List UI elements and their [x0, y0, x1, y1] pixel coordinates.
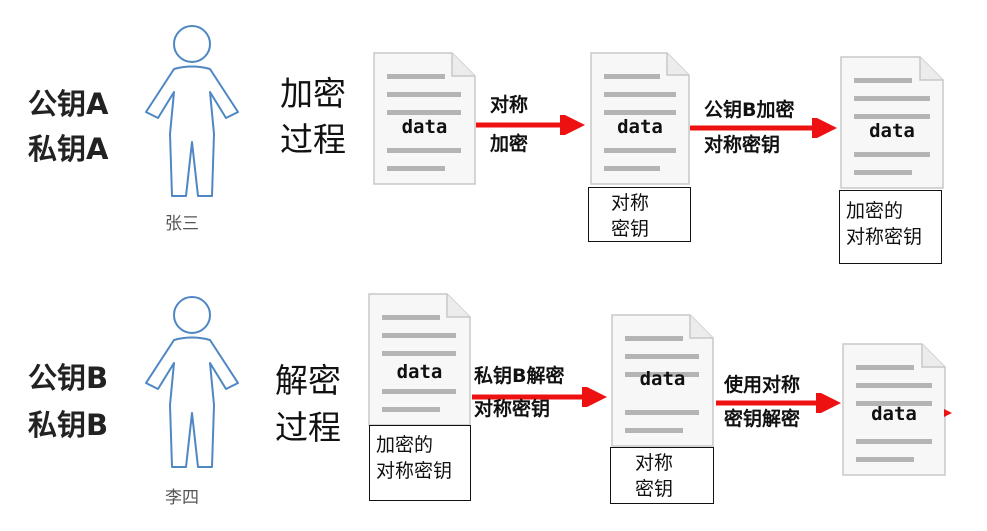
- data-document: data: [611, 314, 714, 447]
- symmetric-key-box: 对称 密钥: [588, 187, 691, 242]
- person-name-lisi: 李四: [165, 488, 199, 508]
- encrypted-symmetric-key-box: 加密的 对称密钥: [369, 425, 471, 501]
- arrow-public-key-b-encrypt: [690, 118, 837, 138]
- arrow-label-line1: 私钥B解密: [474, 365, 565, 387]
- doc-data-label: data: [401, 116, 448, 138]
- arrow-label-line1: 对称: [490, 94, 529, 116]
- box-line1: 对称: [611, 192, 650, 214]
- public-key-b-label: 公钥B: [28, 361, 109, 395]
- document-icon: [590, 52, 690, 185]
- data-document: data: [842, 343, 946, 476]
- decrypt-process-title-line2: 过程: [275, 408, 341, 447]
- decrypt-process-title-line1: 解密: [275, 361, 341, 400]
- data-document: data: [840, 56, 944, 189]
- private-key-a-label: 私钥A: [28, 132, 109, 166]
- doc-data-label: data: [869, 120, 915, 142]
- symmetric-key-box: 对称 密钥: [610, 447, 714, 504]
- arrow-private-key-b-decrypt: [472, 387, 607, 407]
- arrow-label-line2: 加密: [490, 133, 529, 155]
- box-line1: 对称: [635, 452, 674, 474]
- box-line2: 对称密钥: [376, 460, 453, 482]
- box-line2: 密钥: [635, 478, 674, 500]
- arrow-label-line1: 公钥B加密: [704, 99, 795, 121]
- doc-data-label: data: [617, 116, 663, 138]
- arrow-tip-fragment: [944, 409, 952, 417]
- arrow-symmetric-key-decrypt: [716, 393, 841, 413]
- private-key-b-label: 私钥B: [28, 408, 109, 442]
- encrypt-process-title-line2: 过程: [280, 120, 346, 159]
- person-icon: [145, 296, 239, 468]
- encrypt-process-title-line1: 加密: [280, 74, 346, 113]
- arrow-symmetric-encrypt: [476, 115, 585, 135]
- document-icon: [373, 52, 476, 185]
- box-line2: 对称密钥: [846, 226, 923, 248]
- arrow-label-line2: 密钥解密: [724, 408, 801, 430]
- data-document: data: [368, 293, 471, 426]
- document-icon: [842, 343, 946, 476]
- data-document: data: [590, 52, 690, 185]
- person-name-zhangsan: 张三: [165, 214, 199, 234]
- box-line1: 加密的: [846, 200, 904, 222]
- document-icon: [368, 293, 471, 426]
- arrow-label-line2: 对称密钥: [704, 134, 781, 156]
- document-icon: [611, 314, 714, 447]
- person-icon: [145, 25, 239, 197]
- encrypted-symmetric-key-box: 加密的 对称密钥: [839, 190, 942, 264]
- document-icon: [840, 56, 944, 189]
- doc-data-label: data: [396, 361, 443, 383]
- box-line1: 加密的: [376, 434, 434, 456]
- data-document: data: [373, 52, 476, 185]
- doc-data-label: data: [639, 368, 686, 390]
- arrow-label-line1: 使用对称: [724, 374, 801, 396]
- public-key-a-label: 公钥A: [28, 87, 109, 121]
- arrow-label-line2: 对称密钥: [474, 398, 551, 420]
- box-line2: 密钥: [611, 218, 650, 240]
- doc-data-label: data: [871, 403, 917, 425]
